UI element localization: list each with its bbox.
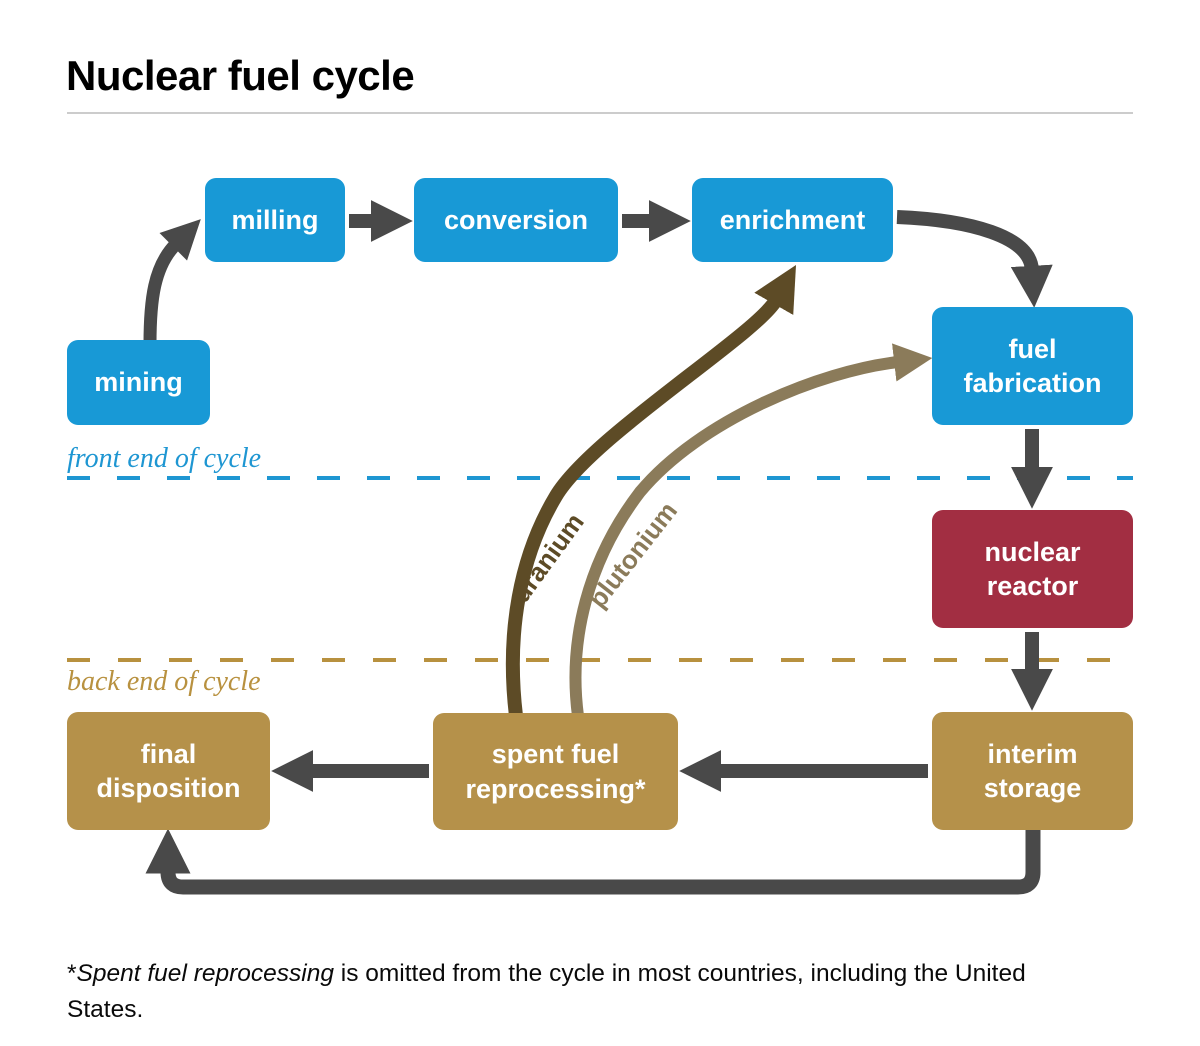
- node-final-disposition-label: final disposition: [96, 738, 241, 803]
- node-fuel-fabrication-label: fuel fabrication: [963, 333, 1102, 398]
- arrow-enrichment-to-fuel-fabrication: [896, 210, 1053, 308]
- footnote-asterisk: *: [67, 959, 77, 987]
- node-fuel-fabrication: fuel fabrication: [932, 307, 1133, 425]
- node-milling-label: milling: [231, 204, 319, 235]
- node-interim-storage-label: interim storage: [983, 738, 1082, 803]
- node-final-disposition: final disposition: [67, 712, 270, 830]
- title-divider: [67, 112, 1133, 114]
- footnote-text: is omitted from the cycle in most countr…: [67, 959, 1026, 1023]
- node-mining-label: mining: [94, 367, 183, 398]
- node-spent-fuel-reprocessing-label: spent fuel reprocessing*: [465, 739, 646, 804]
- footnote-italic-term: Spent fuel reprocessing: [76, 959, 334, 987]
- footnote: *Spent fuel reprocessing is omitted from…: [67, 956, 1089, 1029]
- node-nuclear-reactor-label: nuclear reactor: [984, 536, 1081, 601]
- node-enrichment-label: enrichment: [719, 204, 866, 235]
- back-end-of-cycle-label: back end of cycle: [67, 666, 261, 697]
- arrow-uranium-recycle: [505, 265, 797, 717]
- node-conversion-label: conversion: [443, 204, 589, 235]
- arrow-mining-to-milling: [143, 219, 201, 345]
- node-nuclear-reactor: nuclear reactor: [932, 510, 1133, 628]
- node-enrichment: enrichment: [692, 178, 893, 262]
- arrow-interim-storage-to-final-disposition: [145, 828, 1041, 895]
- front-end-of-cycle-label: front end of cycle: [67, 443, 262, 474]
- node-interim-storage: interim storage: [932, 712, 1133, 830]
- node-milling: milling: [205, 178, 345, 262]
- node-spent-fuel-reprocessing: spent fuel reprocessing*: [433, 713, 678, 830]
- node-conversion: conversion: [414, 178, 618, 262]
- page-title: Nuclear fuel cycle: [66, 52, 415, 99]
- arrow-plutonium-recycle: [569, 343, 933, 717]
- node-mining: mining: [67, 340, 210, 425]
